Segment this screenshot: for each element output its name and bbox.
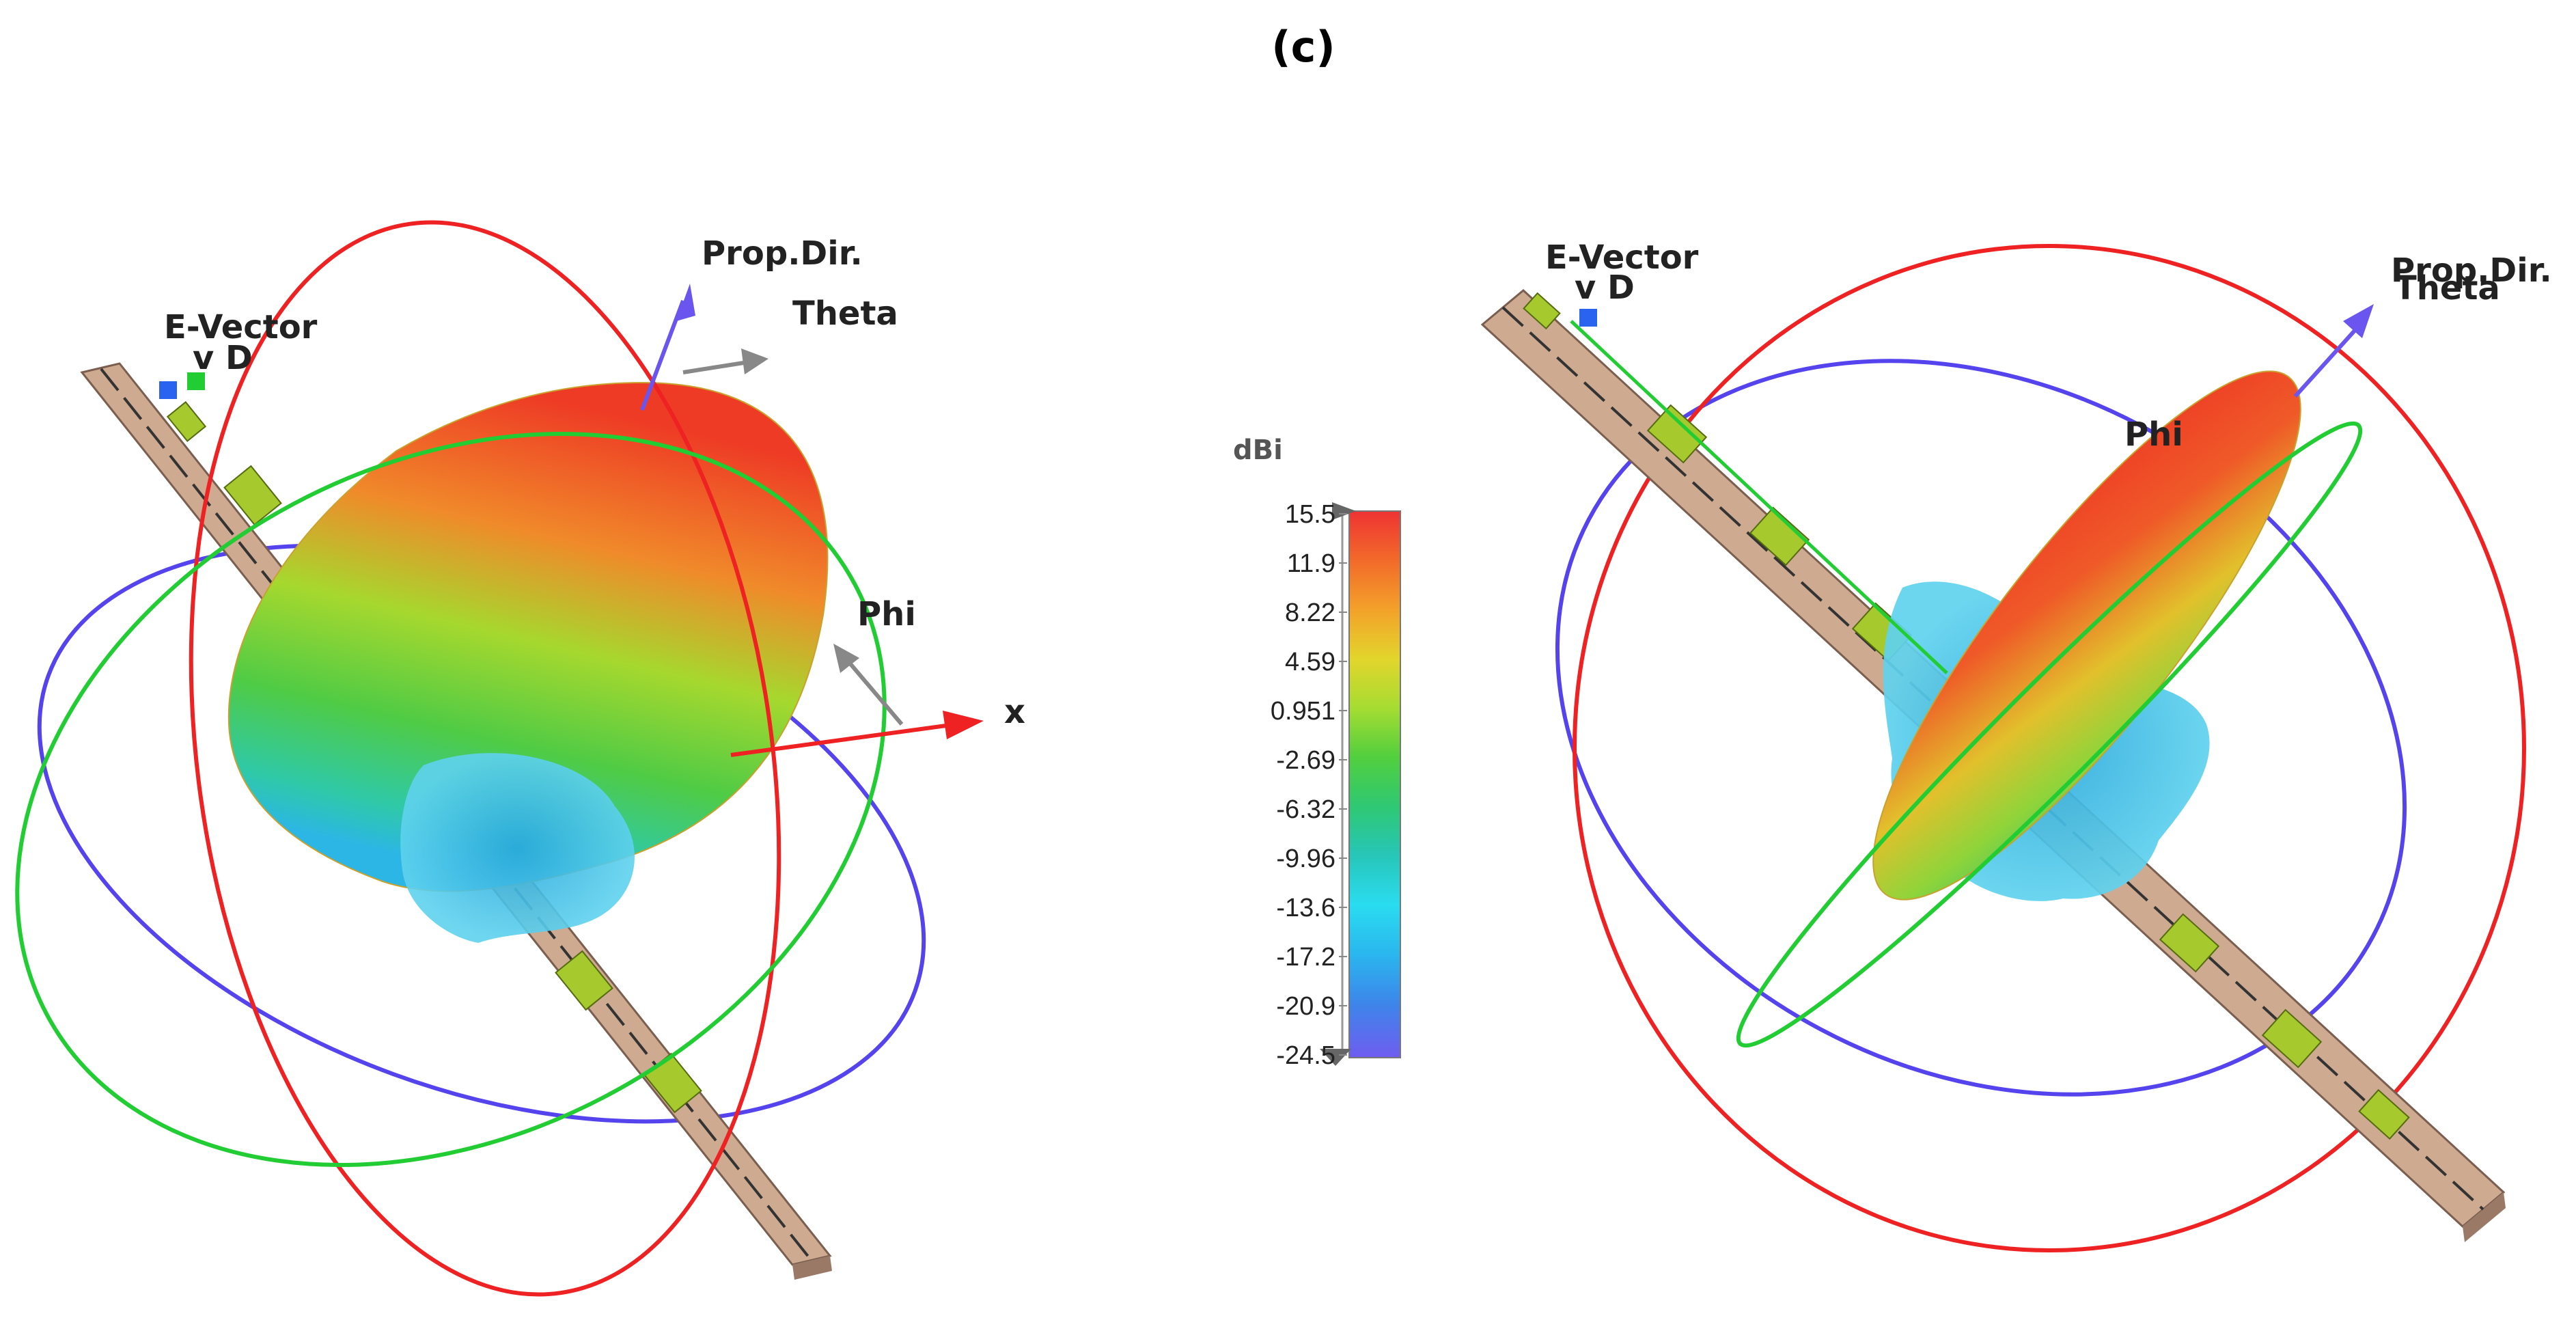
right-vd-label: v D [1575,269,1635,307]
left-patch-4 [166,401,207,442]
left-main-beam [227,381,829,892]
colorbar: dBi 15.5 11.9 8.22 4.59 0.951 -2.69 -6.32 -9.96… [1233,435,1401,1070]
colorbar-unit: dBi [1233,435,1283,466]
right-patch-5 [2261,1008,2323,1069]
left-patch-2 [555,950,613,1011]
colorbar-tick-label: 11.9 [1287,549,1335,578]
colorbar-tick-label: -2.69 [1276,746,1335,775]
left-e-vector-label: E-Vector [164,308,318,346]
left-red-ring [189,220,781,1297]
left-x-axis-arrow [943,711,984,739]
right-e-vector-label: E-Vector [1545,238,1699,277]
right-patch-6 [2358,1088,2410,1140]
right-phi-label: Phi [2124,415,2183,454]
colorbar-tick-label: -13.6 [1276,894,1335,922]
left-prop-dir-label: Prop.Dir. [702,234,863,273]
left-theta-arrow [741,348,768,374]
colorbar-tick-label: -24.5 [1276,1041,1335,1070]
colorbar-tick-label: -20.9 [1276,992,1335,1021]
figure-label: (c) [1271,22,1335,72]
left-theta-label: Theta [792,294,898,333]
right-patch-7 [1523,292,1561,330]
right-theta-label: Theta [2394,269,2500,307]
colorbar-tick-label: 0.951 [1271,697,1335,726]
right-green-ring [1736,421,2363,1048]
colorbar-tick-label: -9.96 [1276,845,1335,873]
right-radiation-plot: E-Vector v D Prop.Dir. Theta Phi [1480,238,2552,1252]
left-e-vector-marker [159,381,177,399]
left-prop-dir-arrow [676,284,695,321]
left-back-lobe [400,753,635,943]
left-vd-label: v D [193,339,253,377]
colorbar-tick-label: 4.59 [1285,648,1335,676]
colorbar-min-marker [1320,1049,1351,1066]
right-prop-dir-label: Prop.Dir. [2391,251,2552,290]
colorbar-tick-label: 15.5 [1285,500,1335,529]
right-patch-2 [1749,506,1810,566]
right-e-vector-marker [1579,309,1597,327]
right-red-ring [1573,244,2526,1252]
right-prop-dir-arrow [2343,304,2374,338]
colorbar-tick-label: -6.32 [1276,795,1335,824]
left-phi-arrow [833,644,859,673]
right-patch-4 [2159,913,2220,973]
left-x-label: x [1004,693,1025,731]
right-patch-1 [1646,404,1708,464]
colorbar-gradient [1348,510,1401,1058]
left-patch-1 [223,465,282,526]
left-green-ring [15,432,887,1167]
right-blue-ring [1555,359,2407,1097]
colorbar-tick-label: 8.22 [1285,599,1335,627]
colorbar-tick-label: -17.2 [1276,943,1335,972]
left-radiation-plot: Prop.Dir. Theta E-Vector v D Phi x [15,220,1025,1297]
left-phi-label: Phi [857,595,916,633]
colorbar-max-marker [1332,502,1356,520]
